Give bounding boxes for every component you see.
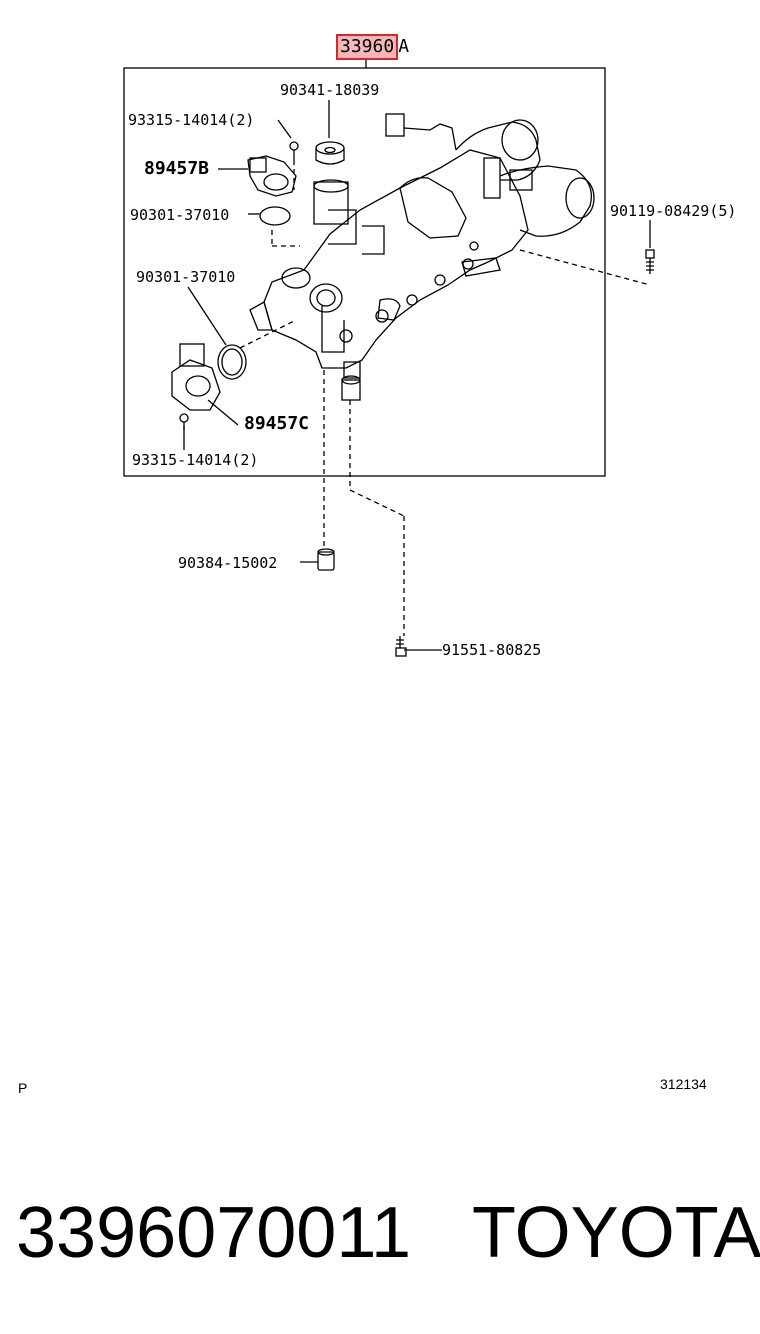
air-intake-manifold bbox=[249, 113, 595, 401]
callout-bolt-right: 90119-08429(5) bbox=[610, 202, 737, 220]
bolt-bottom bbox=[395, 636, 407, 657]
callout-sensor-c: 89457C bbox=[244, 413, 310, 434]
map-sensor-c bbox=[171, 343, 221, 411]
plug-top bbox=[315, 141, 345, 165]
callout-bolt-bottom: 91551-80825 bbox=[442, 641, 542, 659]
callout-plug-top: 90341-18039 bbox=[280, 81, 380, 99]
footer-part-number: 3396070011 bbox=[16, 1193, 412, 1273]
o-ring-upper bbox=[259, 206, 291, 226]
bushing bbox=[317, 548, 335, 571]
callout-sensor-b: 89457B bbox=[144, 158, 210, 179]
callout-bolt-bottom-left: 93315-14014(2) bbox=[132, 451, 259, 469]
callout-o-ring-upper: 90301-37010 bbox=[130, 206, 230, 224]
footer-brand: TOYOTA bbox=[472, 1193, 760, 1273]
assembly-suffix: A bbox=[398, 36, 410, 57]
callout-bushing: 90384-15002 bbox=[178, 554, 278, 572]
o-ring-lower bbox=[217, 344, 247, 380]
page-marker-right: 312134 bbox=[660, 1076, 707, 1092]
callout-bolt-top-left: 93315-14014(2) bbox=[128, 111, 255, 129]
bolt-right bbox=[645, 249, 655, 274]
callout-o-ring-lower: 90301-37010 bbox=[136, 268, 236, 286]
page-marker-left: P bbox=[18, 1080, 28, 1096]
assembly-frame bbox=[123, 67, 606, 477]
parts-diagram bbox=[123, 56, 655, 657]
bolt-top-left bbox=[289, 141, 299, 160]
assembly-number-highlight: 33960 bbox=[336, 34, 399, 60]
bolt-bottom-left bbox=[179, 413, 189, 430]
map-sensor-b bbox=[247, 155, 297, 197]
